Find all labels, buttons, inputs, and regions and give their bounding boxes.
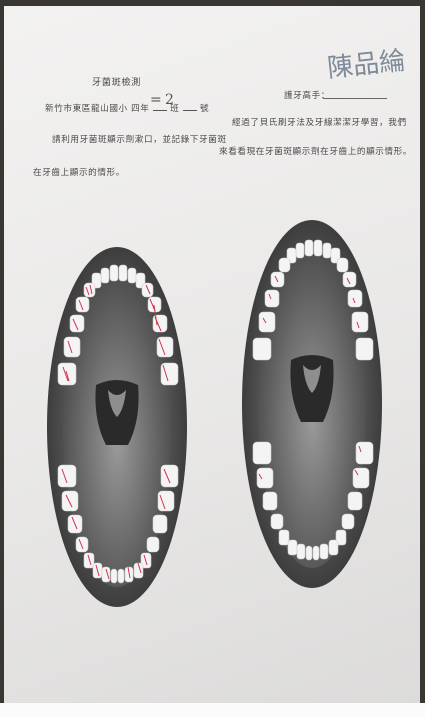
right-mouth-diagram bbox=[241, 218, 384, 591]
worksheet-title: 牙菌斑檢測 bbox=[92, 74, 141, 88]
school-name: 新竹市東區龍山國小 四年 bbox=[45, 104, 149, 114]
seat-word: 號 bbox=[200, 104, 209, 114]
photo-border-bottom bbox=[0, 703, 425, 717]
name-underline bbox=[323, 98, 387, 99]
helper-label: 護牙高手： bbox=[284, 89, 330, 101]
seat-number-blank bbox=[183, 110, 197, 111]
instruction-line-2: 在牙齒上顯示的情形。 bbox=[33, 166, 125, 178]
right-instruction-line-1: 經過了貝氏刷牙法及牙線潔潔牙學習，我們 bbox=[232, 116, 407, 128]
handwritten-seat-number: 2 bbox=[165, 92, 174, 108]
right-instruction-line-2: 來看看現在牙菌斑顯示劑在牙齒上的顯示情形。 bbox=[219, 145, 412, 157]
class-number-blank bbox=[153, 110, 167, 111]
left-mouth-diagram bbox=[46, 245, 188, 610]
school-class-line: 新竹市東區龍山國小 四年 班 號 bbox=[45, 102, 209, 114]
instruction-line-1: 請利用牙菌斑顯示劑漱口，並記錄下牙菌斑 bbox=[52, 133, 227, 145]
handwritten-class-number: = bbox=[150, 92, 162, 108]
